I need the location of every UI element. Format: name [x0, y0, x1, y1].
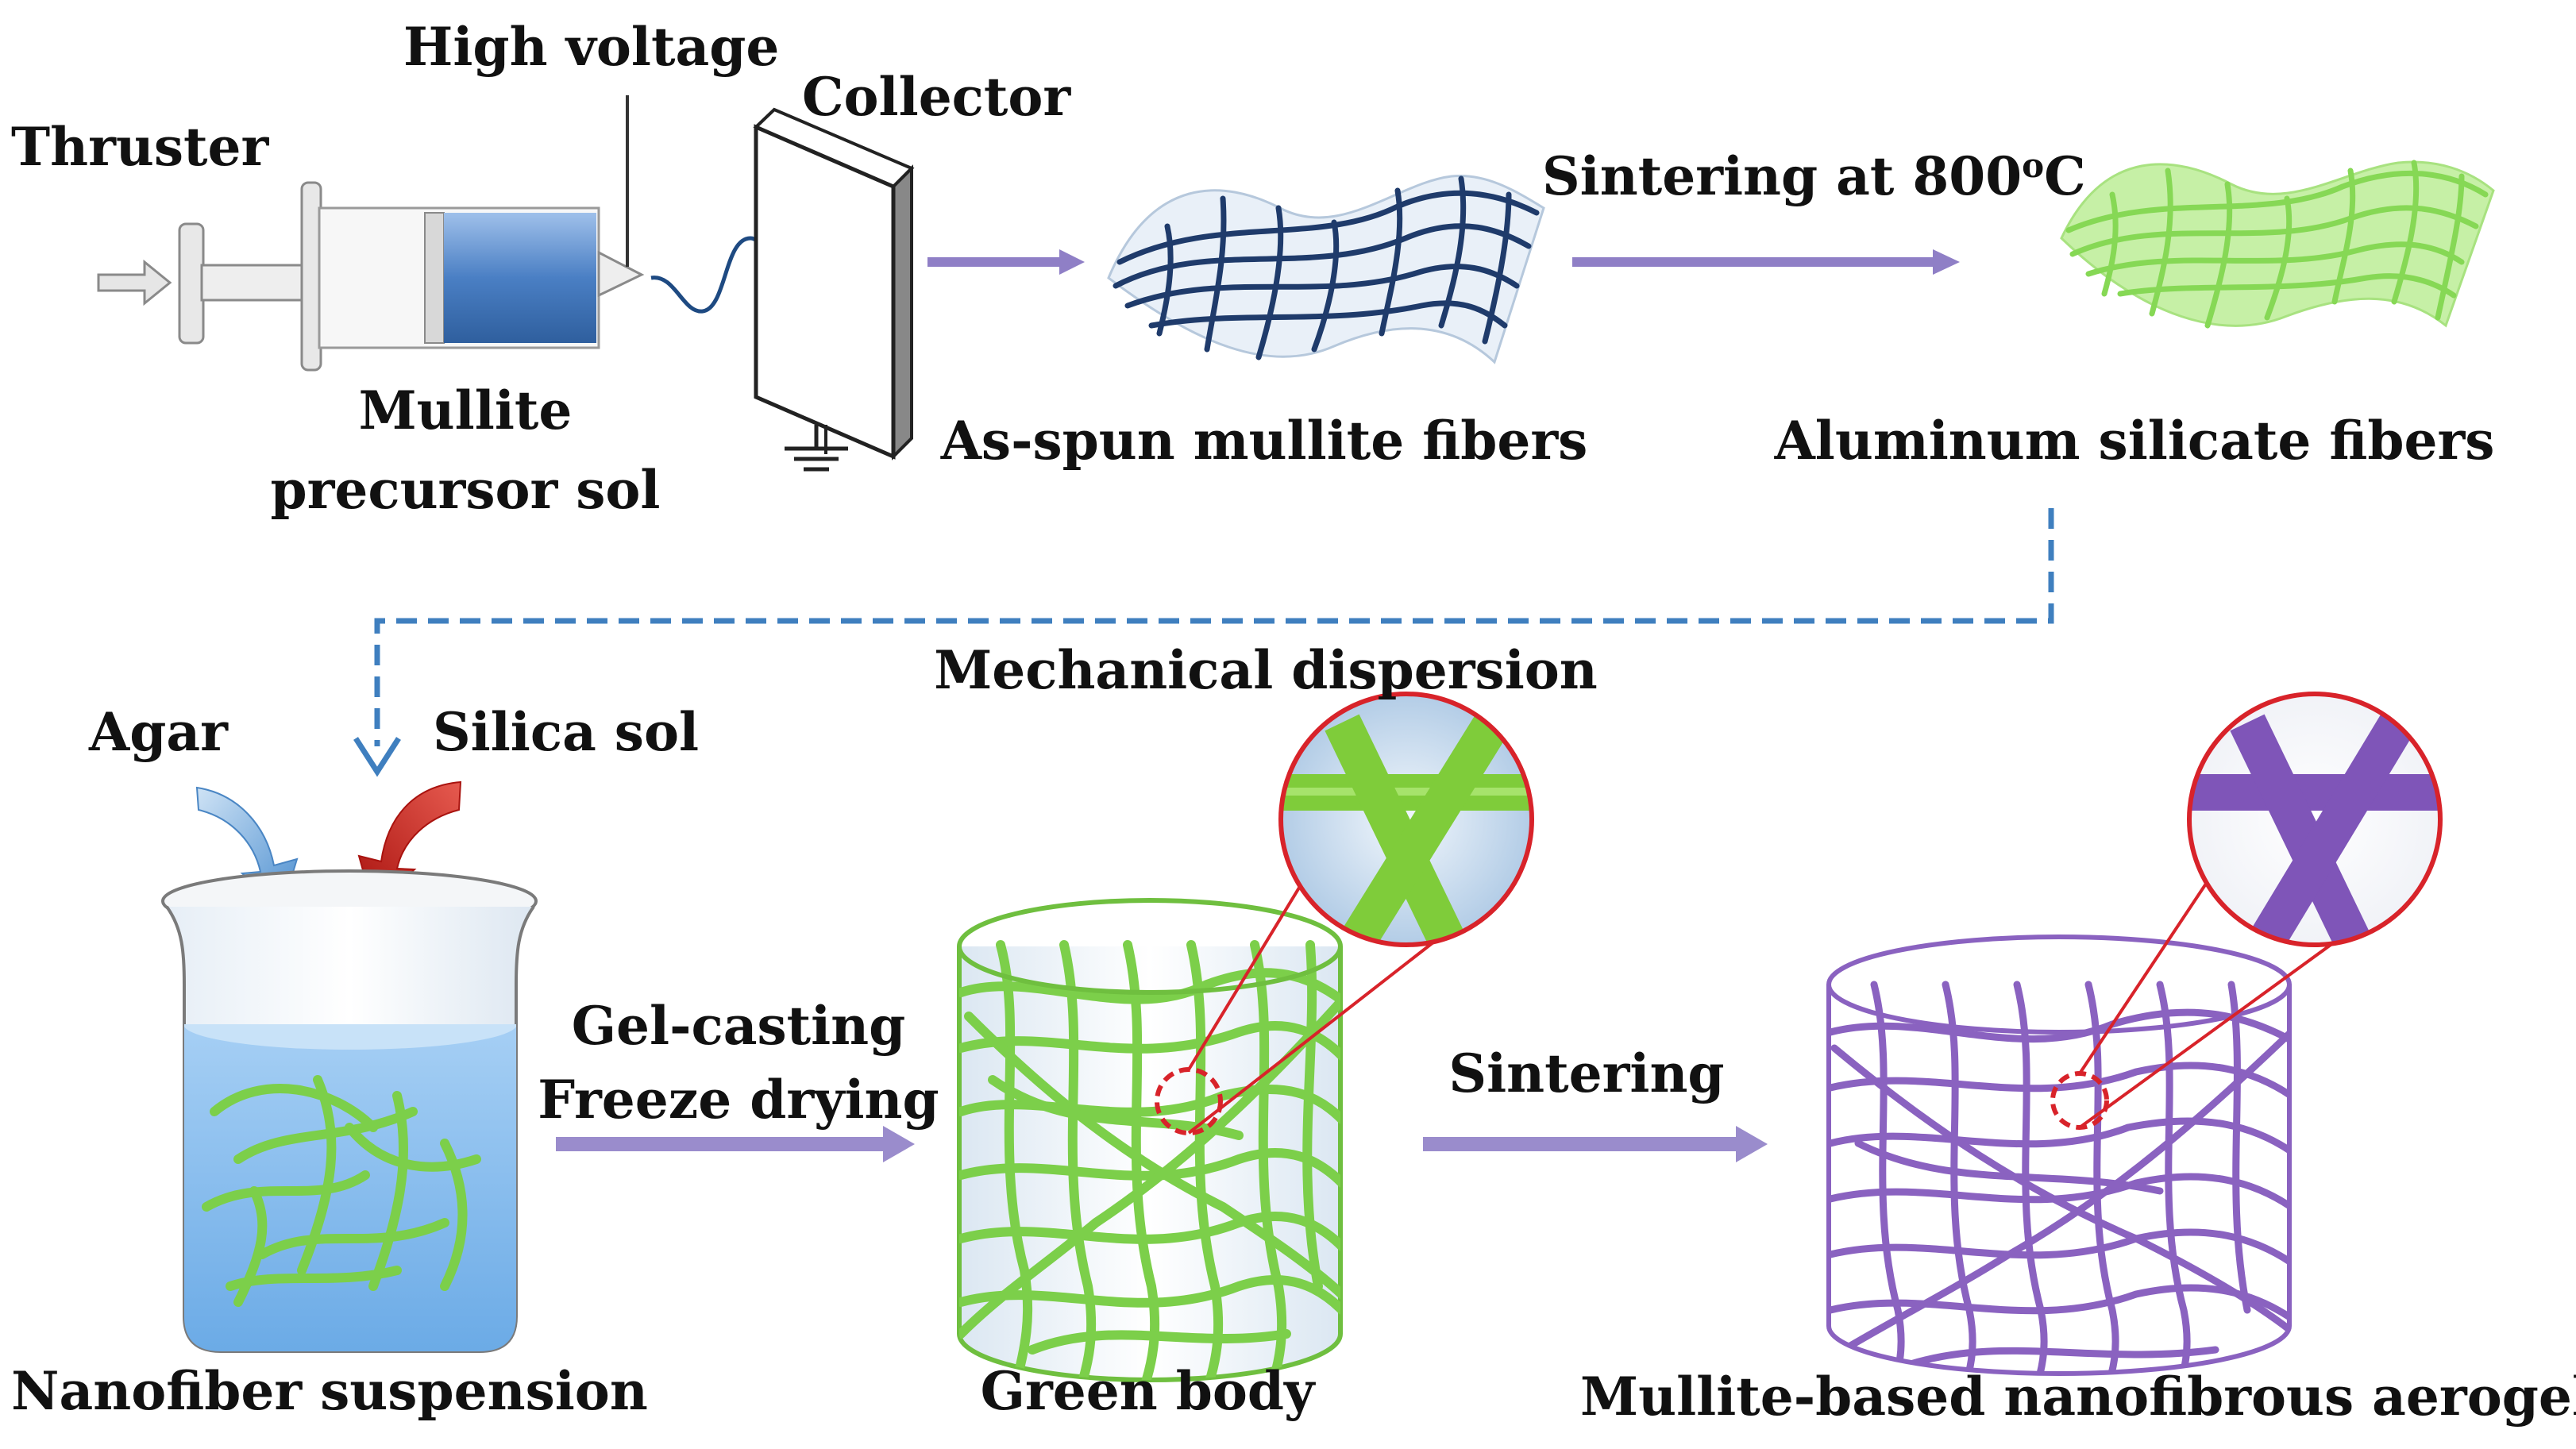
- label-nanofiber-suspension: Nanofiber suspension: [11, 1360, 648, 1422]
- arrow-sintering-800: [1572, 249, 1960, 275]
- precursor-sol: [444, 213, 596, 343]
- label-green-body: Green body: [981, 1360, 1316, 1422]
- label-gel-casting: Gel-casting: [572, 995, 906, 1057]
- label-mullite-line2: precursor sol: [270, 459, 660, 521]
- label-silica-sol: Silica sol: [433, 701, 699, 763]
- arrow-sintering: [1423, 1126, 1768, 1162]
- purple-zoom-circle: [2187, 692, 2443, 947]
- label-sintering-800c: Sintering at 800oC: [1542, 145, 2086, 207]
- label-thruster: Thruster: [11, 116, 269, 178]
- plunger-seal: [424, 212, 445, 344]
- label-sintering: Sintering: [1448, 1042, 1724, 1104]
- label-high-voltage: High voltage: [403, 16, 779, 78]
- label-agar: Agar: [88, 701, 229, 763]
- ground-icon: [785, 425, 848, 472]
- green-body-cylinder: [957, 868, 1518, 1382]
- thruster-arrow-icon: [97, 259, 172, 306]
- label-freeze-drying: Freeze drying: [538, 1069, 939, 1131]
- beaker: [161, 869, 538, 1353]
- arrow-gel-casting: [556, 1126, 915, 1162]
- as-spun-fiber-mesh: [1107, 174, 1545, 364]
- plunger-rod: [200, 264, 307, 302]
- label-aluminum-silicate-fibers: Aluminum silicate fibers: [1774, 410, 2495, 472]
- barrel-flange: [300, 181, 322, 372]
- aerogel-cylinder: [1826, 868, 2420, 1376]
- electrospinning-setup: [97, 95, 915, 472]
- label-collector: Collector: [802, 66, 1071, 128]
- aluminum-silicate-fiber-mesh: [2060, 160, 2495, 329]
- collector-plate: [753, 107, 915, 461]
- label-mechanical-dispersion: Mechanical dispersion: [934, 639, 1598, 701]
- suspended-nanofibers: [202, 1075, 481, 1307]
- label-aerogel: Mullite-based nanofibrous aerogel: [1580, 1366, 2576, 1428]
- arrow-to-as-spun: [927, 249, 1085, 275]
- green-zoom-circle: [1278, 692, 1534, 947]
- label-as-spun-fibers: As-spun mullite fibers: [940, 410, 1588, 472]
- plunger-cap: [178, 222, 205, 345]
- label-mullite-line1: Mullite: [359, 380, 573, 441]
- dashed-connector-head: [353, 737, 401, 777]
- needle-tip: [597, 250, 645, 298]
- dashed-connector: [374, 508, 2054, 746]
